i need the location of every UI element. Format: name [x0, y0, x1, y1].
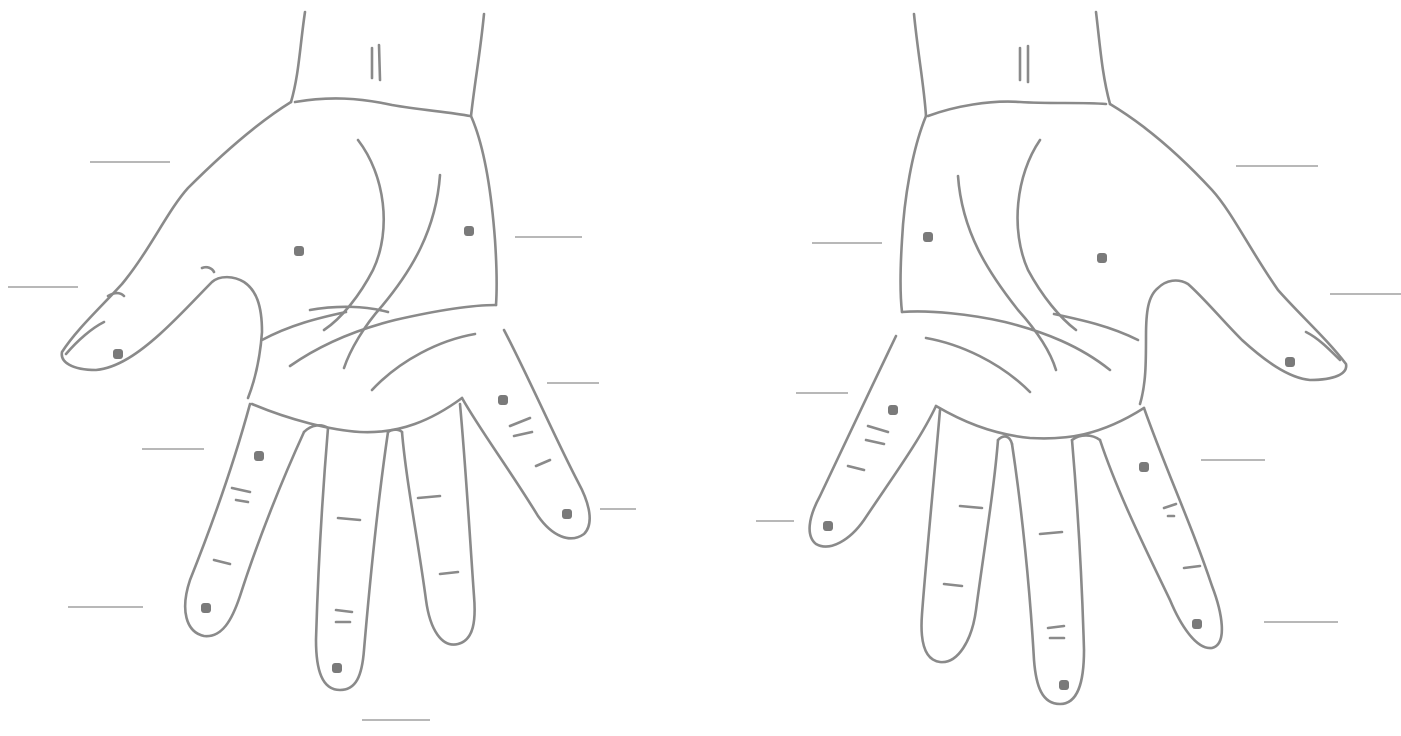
right-palm-crease	[1018, 140, 1076, 330]
left-forearm-outline	[291, 12, 305, 102]
left-finger-crease	[510, 418, 550, 466]
left-palm-crease	[372, 334, 475, 390]
left-hand	[62, 12, 590, 690]
right-wrist-tendon	[1020, 46, 1028, 82]
left-ring-finger	[402, 404, 475, 645]
marked-point-dot	[1139, 462, 1149, 472]
right-hand	[810, 12, 1347, 704]
marked-point-dot	[498, 395, 508, 405]
left-palm-crease	[262, 312, 346, 340]
marked-point-dot	[1285, 357, 1295, 367]
right-finger-base	[936, 406, 1144, 438]
left-forearm-outline	[471, 14, 484, 116]
left-finger-crease	[418, 496, 458, 574]
right-palm-crease	[1054, 314, 1138, 340]
marked-point-dot	[332, 663, 342, 673]
marked-point-dot	[823, 521, 833, 531]
right-thumb-outline	[1110, 104, 1346, 404]
left-middle-finger	[316, 428, 388, 690]
right-finger-crease	[1040, 532, 1064, 638]
right-palm-radial-edge	[901, 116, 927, 312]
right-forearm-outline	[1096, 12, 1110, 104]
right-palm-crease	[958, 176, 1056, 370]
left-finger-base	[252, 398, 462, 432]
marked-point-dot	[201, 603, 211, 613]
left-palm-ulnar-edge	[471, 116, 497, 305]
right-wrist-crease	[928, 102, 1106, 116]
left-thumb-outline	[62, 102, 291, 398]
marked-point-dot	[464, 226, 474, 236]
marked-point-dot	[1192, 619, 1202, 629]
marked-points	[113, 226, 1295, 690]
left-wrist-tendon	[372, 45, 380, 80]
left-wrist-crease	[295, 98, 470, 116]
marked-point-dot	[923, 232, 933, 242]
marked-point-dot	[294, 246, 304, 256]
left-palm-crease	[324, 140, 384, 330]
right-forearm-outline	[914, 14, 926, 116]
left-palm-crease	[344, 175, 440, 368]
right-finger-crease	[944, 506, 982, 586]
marked-point-dot	[254, 451, 264, 461]
marked-point-dot	[1097, 253, 1107, 263]
right-finger-crease	[848, 426, 888, 470]
marked-point-dot	[888, 405, 898, 415]
left-finger-crease	[336, 518, 360, 622]
marked-point-dot	[1059, 680, 1069, 690]
right-middle-finger	[1012, 440, 1084, 704]
right-ring-finger	[922, 410, 998, 662]
right-palm-crease	[926, 338, 1030, 392]
right-index-finger	[1100, 408, 1222, 648]
marked-point-dot	[562, 509, 572, 519]
left-index-finger	[185, 404, 304, 636]
marked-point-dot	[113, 349, 123, 359]
